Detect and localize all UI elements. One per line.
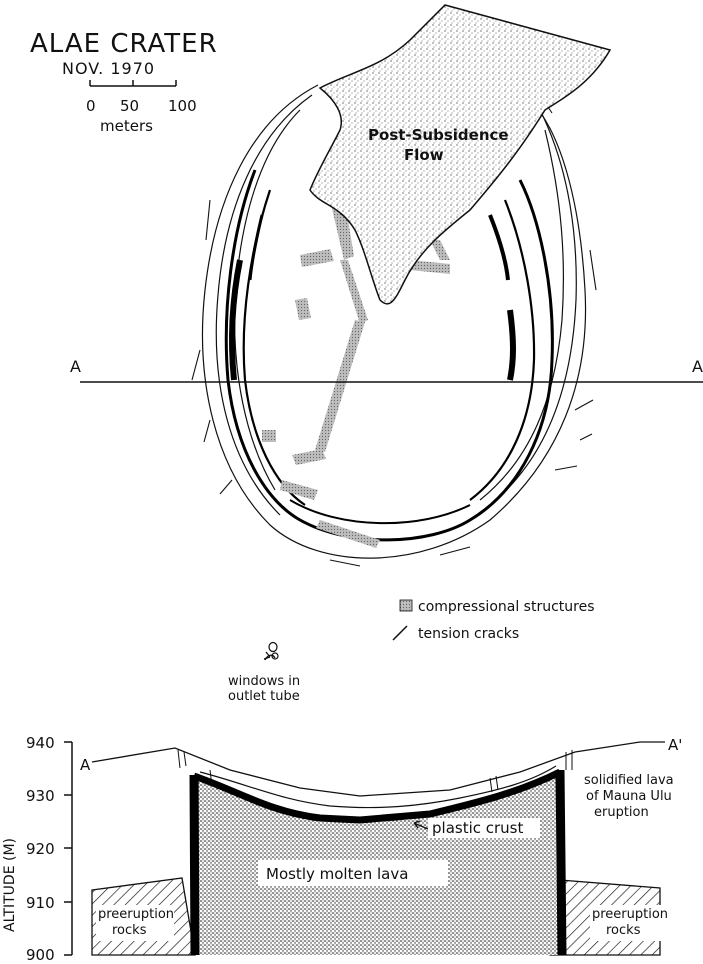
y-tick-920: 920 [26,840,55,858]
legend-compressional: compressional structures [418,599,595,615]
molten-label: Mostly molten lava [266,865,408,883]
preeruption-left-line1: preeruption [98,907,174,922]
crust-label: plastic crust [432,819,523,837]
legend-windows-line1: windows in [228,674,300,689]
scale-tick-50: 50 [120,97,139,115]
preeruption-right-line2: rocks [606,923,641,938]
post-subsidence-flow [310,5,610,304]
map-title-block: ALAE CRATER NOV. 1970 0 50 100 meters [30,29,218,135]
solidified-line1: solidified lava [584,773,674,788]
scale-bar: 0 50 100 meters [86,80,197,135]
solidified-line3: eruption [594,805,649,820]
legend-tension-swatch [393,626,407,640]
crater-title: ALAE CRATER [30,29,218,59]
section-label-left: A [70,357,81,376]
scale-tick-0: 0 [86,97,96,115]
legend: compressional structures tension cracks … [228,599,595,704]
y-tick-900: 900 [26,946,55,964]
y-tick-930: 930 [26,787,55,805]
y-axis: 940 930 920 910 900 ALTITUDE (M) [2,734,72,964]
crust-right-wall [560,770,562,955]
scale-unit: meters [100,117,153,135]
section-left-label: A [80,756,91,774]
y-axis-label: ALTITUDE (M) [2,838,18,932]
legend-tension: tension cracks [418,626,519,642]
crater-map: Post-Subsidence Flow A A [70,5,703,566]
y-tick-910: 910 [26,894,55,912]
scale-tick-100: 100 [168,97,197,115]
flow-label-line1: Post-Subsidence [368,126,509,144]
preeruption-left-line2: rocks [112,923,147,938]
windows-icon [264,643,278,661]
legend-compressional-swatch [400,600,412,611]
y-tick-940: 940 [26,734,55,752]
crust-left-wall [194,775,195,955]
section-label-right: A [692,357,703,376]
map-date: NOV. 1970 [62,59,155,78]
cross-section: 940 930 920 910 900 ALTITUDE (M) preerup… [2,734,682,964]
section-right-label: A' [668,736,682,754]
solidified-line2: of Mauna Ulu [586,789,672,804]
flow-label-line2: Flow [404,146,444,164]
preeruption-right-line1: preeruption [592,907,668,922]
legend-windows-line2: outlet tube [228,689,300,704]
